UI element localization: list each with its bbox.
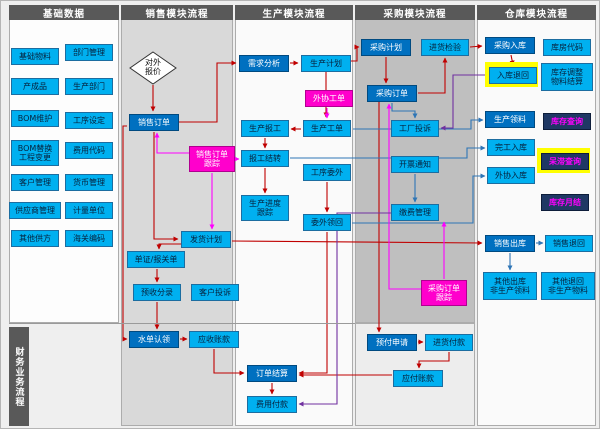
column-header-purchase: 采购模块流程: [355, 5, 475, 20]
connector-38: [386, 103, 421, 290]
connector-31: [391, 103, 418, 119]
connector-11: [156, 243, 181, 250]
column-header-sales: 销售模块流程: [121, 5, 233, 20]
connector-41: [440, 74, 488, 131]
connector-7: [469, 43, 483, 49]
connector-35: [154, 132, 189, 154]
connector-27: [353, 117, 484, 130]
connector-10: [231, 240, 483, 246]
connector-26: [298, 232, 328, 376]
connector-40: [298, 212, 391, 407]
column-header-warehouse: 仓库模块流程: [477, 5, 596, 20]
connector-4: [351, 44, 360, 62]
column-header-basic-data: 基础数据: [9, 5, 119, 20]
finance-section-divider: [9, 323, 355, 324]
connector-28: [290, 145, 486, 159]
connector-29: [352, 173, 486, 224]
connector-20: [416, 352, 450, 369]
finance-section-label: 财务业务流程: [13, 346, 24, 407]
connector-9: [153, 132, 179, 242]
connector-16: [213, 349, 245, 376]
connector-15: [122, 125, 128, 342]
column-header-production: 生产模块流程: [235, 5, 353, 20]
connector-8: [509, 54, 515, 66]
connector-1: [179, 60, 237, 123]
connector-6: [418, 57, 448, 94]
finance-section-header: 财务业务流程: [9, 327, 29, 426]
